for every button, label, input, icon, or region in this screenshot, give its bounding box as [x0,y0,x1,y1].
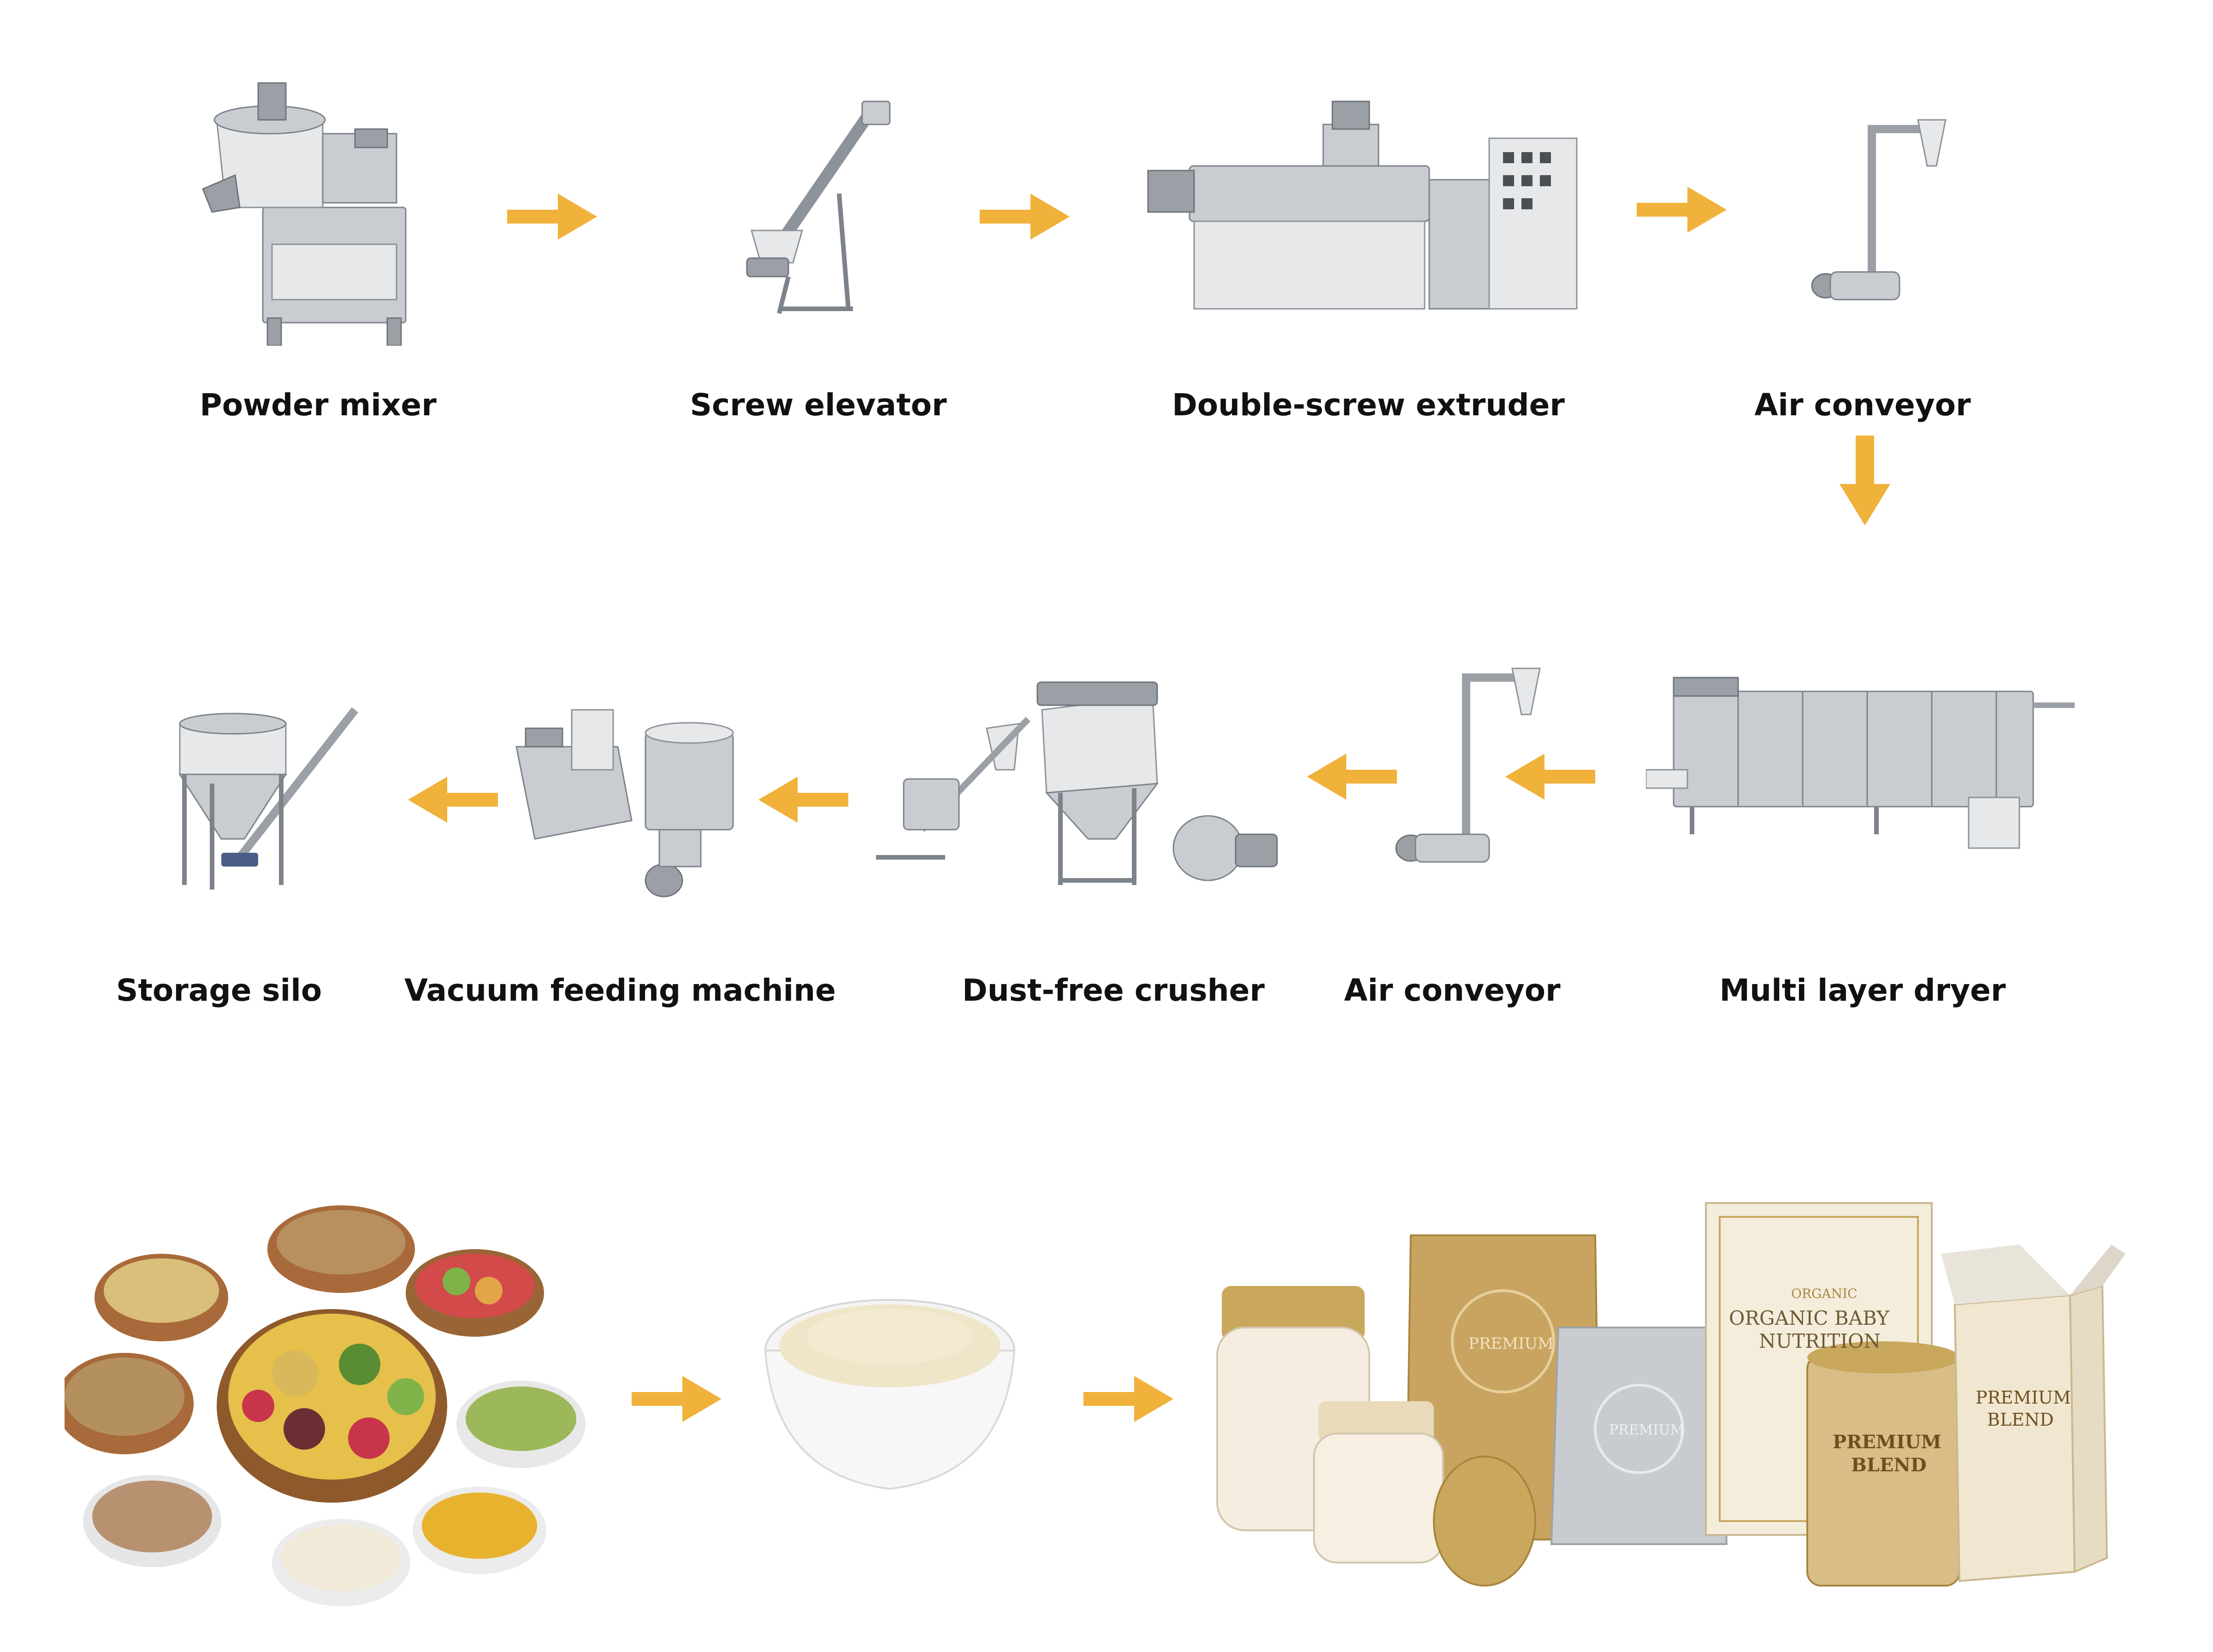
flow-arrow-left [758,777,848,823]
silver-pouch-brand-text: PREMIUM [1609,1422,1685,1438]
step-label-double-screw-extruder: Double-screw extruder [1172,387,1565,423]
products-artwork [1216,1202,2125,1587]
flow-arrow-right [507,194,597,240]
box-organic-text: ORGANIC [1791,1286,1858,1301]
flow-arrow-right [1637,187,1727,233]
dryer-icon [1646,677,2075,849]
flow-arrow-right [980,194,1070,240]
step-label-storage-silo: Storage silo [116,973,322,1008]
air-conveyor-icon [1811,119,1947,301]
air-conveyor-icon [1395,667,1541,863]
storage-silo-icon [178,707,359,890]
flow-arrow-right [1083,1376,1173,1422]
box2-label-line1: PREMIUM [1976,1387,2071,1408]
step-label-dust-free-crusher: Dust-free crusher [962,973,1265,1008]
step-label-air-conveyor-1: Air conveyor [1754,387,1971,423]
extruder-icon [1147,100,1578,310]
flow-arrow-left [408,777,498,823]
step-label-vacuum-feeding-machine: Vacuum feeding machine [404,973,836,1008]
box2-label-line2: BLEND [1987,1410,2054,1430]
powder-mixer-icon [202,82,407,346]
pouch-brand-text: PREMIUM [1468,1334,1554,1353]
step-label-multi-layer-dryer: Multi layer dryer [1719,973,2006,1008]
can-label-line2: BLEND [1851,1454,1927,1476]
box-title-line2: NUTRITION [1759,1330,1881,1352]
crusher-icon [876,681,1278,885]
screw-elevator-icon [746,100,891,314]
step-label-screw-elevator: Screw elevator [690,387,947,423]
can-label-line1: PREMIUM [1833,1431,1941,1453]
flow-arrow-left [1307,754,1397,800]
step-label-air-conveyor-2: Air conveyor [1344,973,1561,1008]
step-label-powder-mixer: Powder mixer [200,387,437,423]
flow-arrow-left [1505,754,1595,800]
flow-arrow-down [1840,436,1890,525]
flow-arrow-right [632,1376,722,1422]
box-title-line1: ORGANIC BABY [1729,1307,1889,1329]
powder-bowl-icon [764,1299,1016,1490]
packaged-products-icon: PREMIUM PREMIUM ORGANIC ORGANIC BABY NUT… [1208,1189,2167,1604]
raw-ingredients-icon [65,1205,586,1606]
vacuum-feeder-icon [515,709,734,897]
